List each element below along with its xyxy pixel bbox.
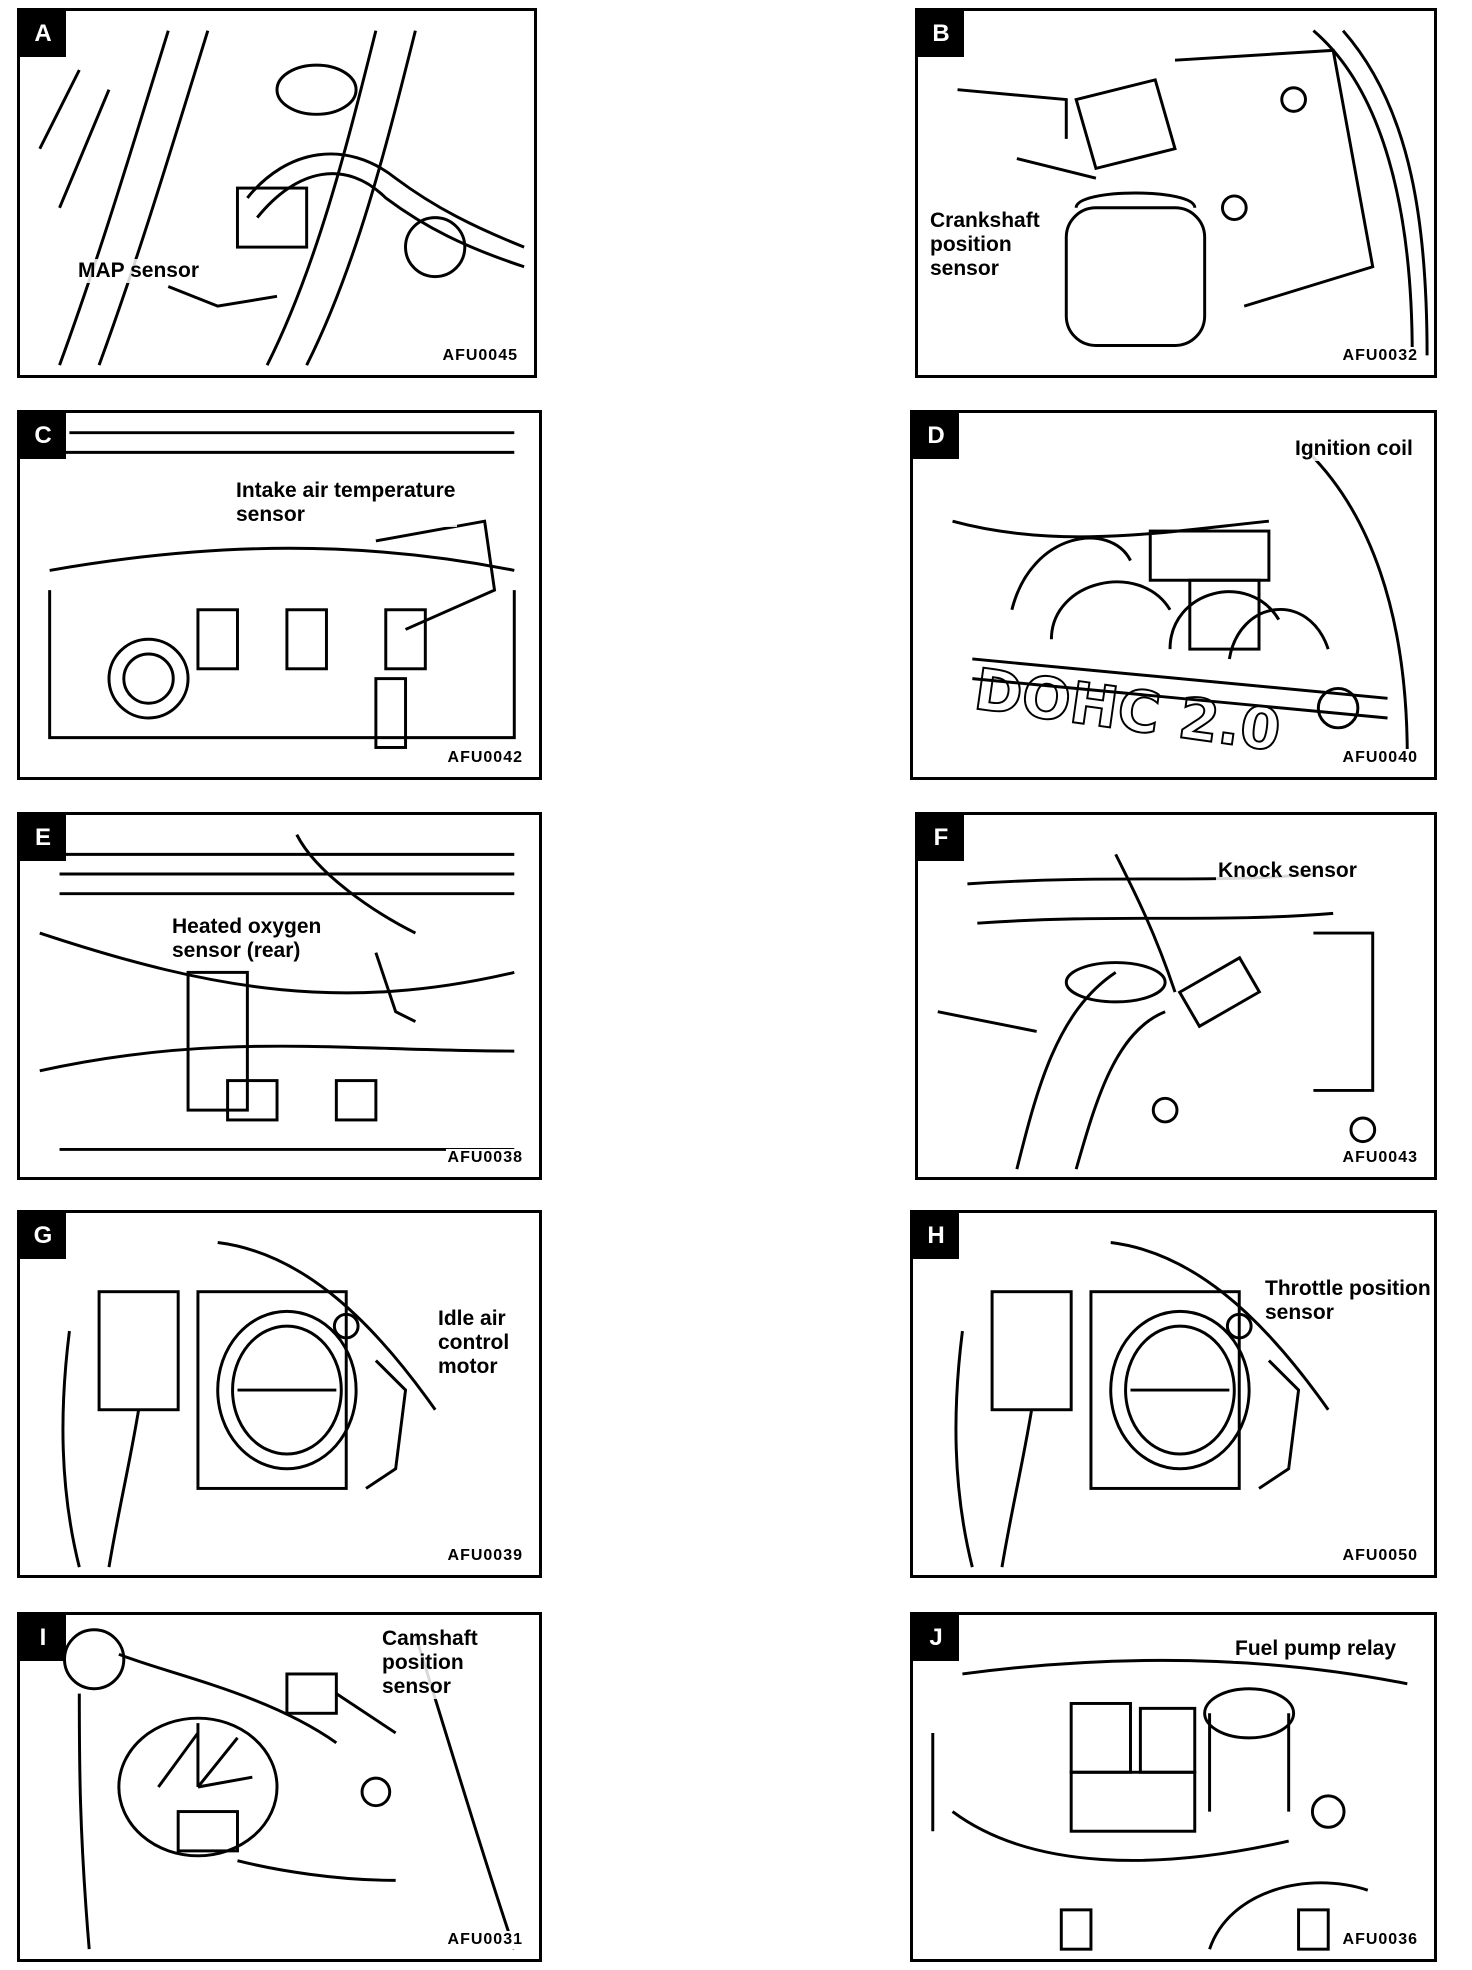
engine-illustration — [931, 1658, 1408, 1951]
engine-illustration — [61, 1241, 437, 1568]
engine-illustration — [48, 431, 516, 749]
part-label-idle-air-control-motor: Idle air control motor — [436, 1307, 512, 1379]
part-label-fuel-pump-relay: Fuel pump relay — [1233, 1637, 1399, 1661]
engine-illustration — [954, 1241, 1330, 1568]
figure-code: AFU0050 — [1340, 1547, 1420, 1565]
figure-panel-d: DOHC 2.0 D Ignition coil AFU0040 — [910, 410, 1437, 780]
engine-illustration — [957, 29, 1429, 356]
figure-code: AFU0038 — [445, 1149, 525, 1167]
figure-code: AFU0043 — [1340, 1149, 1420, 1167]
panel-letter-d: D — [913, 413, 959, 459]
figure-code: AFU0036 — [1340, 1931, 1420, 1949]
figure-code: AFU0032 — [1340, 347, 1420, 365]
panel-letter-a: A — [20, 11, 66, 57]
panel-letter-i: I — [20, 1615, 66, 1661]
part-label-throttle-position-sensor: Throttle position sensor — [1263, 1277, 1433, 1325]
panel-letter-g: G — [20, 1213, 66, 1259]
part-label-knock-sensor: Knock sensor — [1216, 859, 1359, 883]
engine-illustration — [38, 30, 525, 366]
part-label-crankshaft-position-sensor: Crankshaft position sensor — [928, 209, 1042, 281]
figure-code: AFU0045 — [440, 347, 520, 365]
figure-panel-f: F Knock sensor AFU0043 — [915, 812, 1437, 1180]
panel-letter-h: H — [913, 1213, 959, 1259]
figure-panel-i: I Camshaft position sensor AFU0031 — [17, 1612, 542, 1962]
figure-code: AFU0042 — [445, 749, 525, 767]
panel-letter-c: C — [20, 413, 66, 459]
part-label-heated-oxygen-sensor-rear: Heated oxygen sensor (rear) — [170, 915, 324, 963]
figure-panel-c: C Intake air temperature sensor AFU0042 — [17, 410, 542, 780]
engine-illustration — [39, 834, 515, 1151]
figure-panel-a: A MAP sensor AFU0045 — [17, 8, 537, 378]
panel-letter-b: B — [918, 11, 964, 57]
panel-letter-e: E — [20, 815, 66, 861]
figure-panel-h: H Throttle position sensor AFU0050 — [910, 1210, 1437, 1578]
figure-code: AFU0039 — [445, 1547, 525, 1565]
engine-illustration: DOHC 2.0 — [952, 451, 1409, 766]
figure-panel-j: J Fuel pump relay AFU0036 — [910, 1612, 1437, 1962]
figure-panel-e: E Heated oxygen sensor (rear) AFU0038 — [17, 812, 542, 1180]
part-label-intake-air-temperature-sensor: Intake air temperature sensor — [234, 479, 458, 527]
figure-code: AFU0031 — [445, 1931, 525, 1949]
panel-letter-j: J — [913, 1615, 959, 1661]
part-label-map-sensor: MAP sensor — [76, 259, 201, 283]
panel-letter-f: F — [918, 815, 964, 861]
figure-panel-g: G Idle air control motor AFU0039 — [17, 1210, 542, 1578]
engine-illustration — [937, 853, 1377, 1170]
part-label-ignition-coil: Ignition coil — [1293, 437, 1415, 461]
figure-panel-b: B Crankshaft position sensor AFU0032 — [915, 8, 1437, 378]
part-label-camshaft-position-sensor: Camshaft position sensor — [380, 1627, 480, 1699]
figure-code: AFU0040 — [1340, 749, 1420, 767]
